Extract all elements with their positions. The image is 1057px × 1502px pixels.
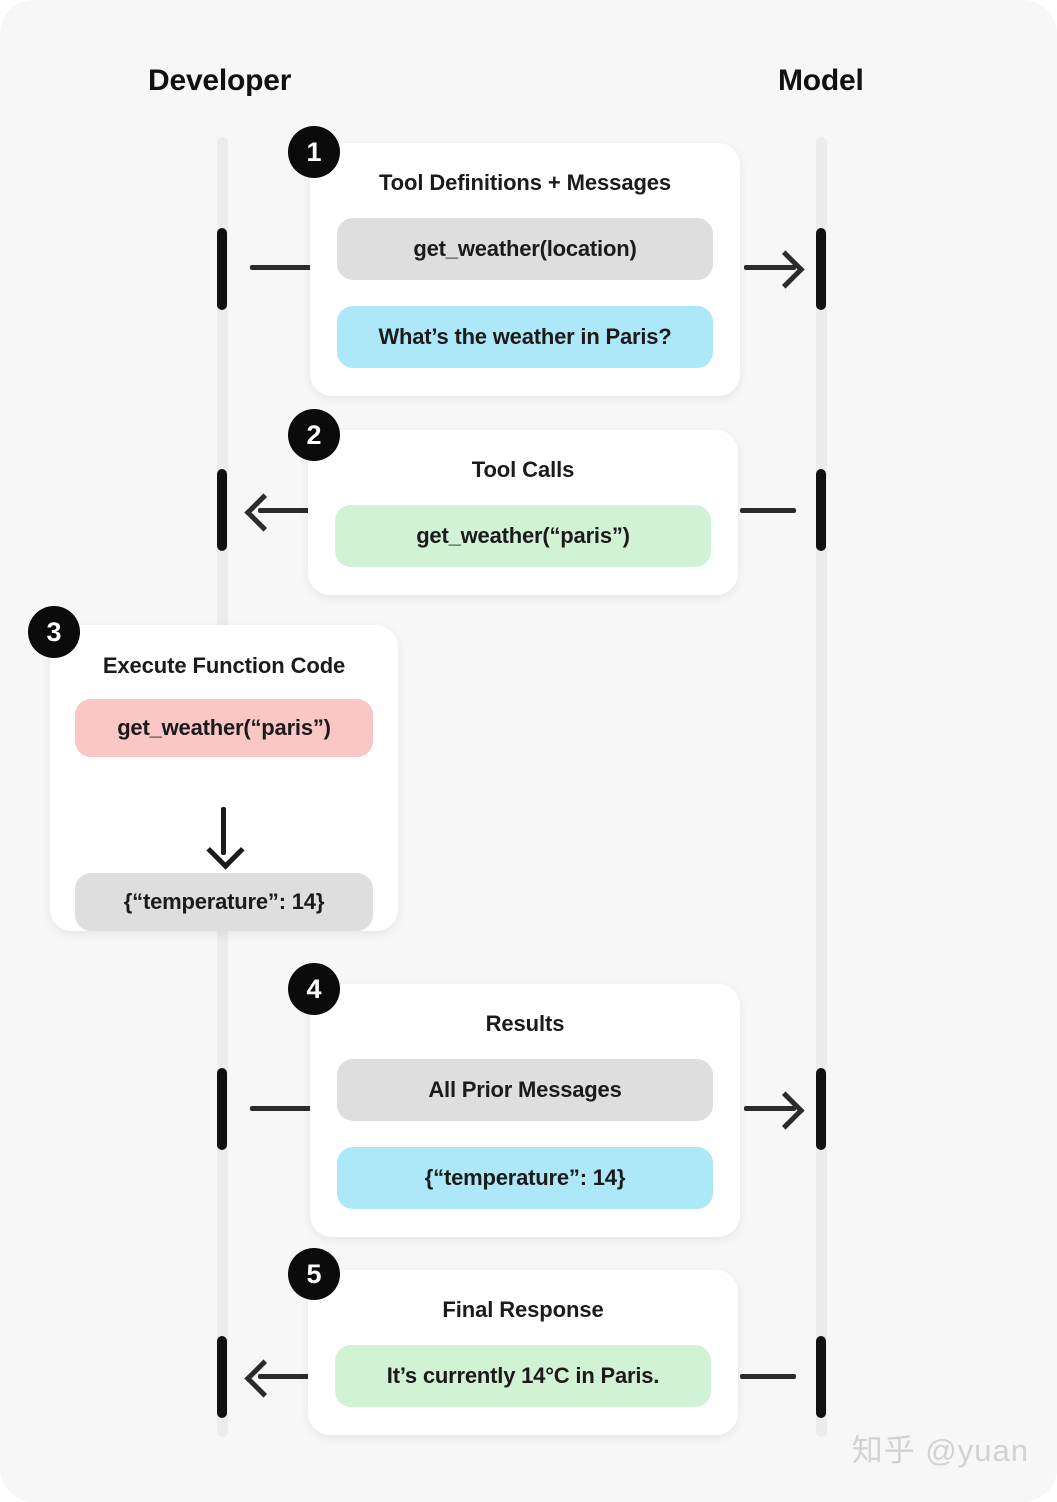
connector-line-step1-right — [744, 265, 796, 270]
column-header-developer: Developer — [148, 64, 292, 97]
connector-line-step4-right — [744, 1106, 796, 1111]
pill-function-invocation: get_weather(“paris”) — [75, 699, 373, 757]
activation-bar-developer-step1 — [217, 228, 227, 310]
activation-bar-developer-step2 — [217, 469, 227, 551]
pill-all-prior-messages: All Prior Messages — [337, 1059, 713, 1121]
pill-tool-call: get_weather(“paris”) — [335, 505, 711, 567]
lifeline-model — [816, 137, 827, 1437]
connector-line-step2-right — [740, 508, 796, 513]
step-badge-2: 2 — [288, 409, 340, 461]
arrow-left-icon-step2 — [244, 493, 283, 532]
connector-line-step4-left — [250, 1106, 312, 1111]
pill-result-payload: {“temperature”: 14} — [337, 1147, 713, 1209]
pill-final-answer: It’s currently 14°C in Paris. — [335, 1345, 711, 1407]
activation-bar-model-step5 — [816, 1336, 826, 1418]
arrow-left-icon-step5 — [244, 1359, 283, 1398]
watermark: 知乎 @yuan — [851, 1433, 1029, 1468]
activation-bar-developer-step4 — [217, 1068, 227, 1150]
card-step-1: Tool Definitions + Messages get_weather(… — [310, 143, 740, 396]
pill-tool-definition: get_weather(location) — [337, 218, 713, 280]
column-header-model: Model — [778, 64, 864, 97]
arrow-right-icon-step1 — [766, 250, 805, 289]
connector-line-step2-left — [258, 508, 312, 513]
connector-line-step5-left — [258, 1374, 312, 1379]
card-title-step-2: Tool Calls — [471, 457, 575, 482]
card-step-4: Results All Prior Messages {“temperature… — [310, 984, 740, 1237]
pill-function-result: {“temperature”: 14} — [75, 873, 373, 931]
activation-bar-model-step4 — [816, 1068, 826, 1150]
arrow-down-icon-head — [206, 831, 245, 870]
arrow-right-icon-step4 — [766, 1091, 805, 1130]
card-step-5: Final Response It’s currently 14°C in Pa… — [308, 1270, 738, 1435]
arrow-down-icon-shaft — [221, 807, 226, 855]
card-title-step-1: Tool Definitions + Messages — [378, 170, 672, 195]
step-badge-4: 4 — [288, 963, 340, 1015]
card-title-step-5: Final Response — [442, 1297, 604, 1322]
activation-bar-model-step1 — [816, 228, 826, 310]
step-badge-5: 5 — [288, 1248, 340, 1300]
connector-line-step1-left — [250, 265, 312, 270]
card-title-step-4: Results — [485, 1011, 565, 1036]
activation-bar-developer-step5 — [217, 1336, 227, 1418]
connector-line-step5-right — [740, 1374, 796, 1379]
step-badge-3: 3 — [28, 606, 80, 658]
step-badge-1: 1 — [288, 126, 340, 178]
card-step-3: Execute Function Code get_weather(“paris… — [50, 625, 398, 931]
pill-user-message: What’s the weather in Paris? — [337, 306, 713, 368]
activation-bar-model-step2 — [816, 469, 826, 551]
card-title-step-3: Execute Function Code — [102, 653, 346, 678]
card-step-2: Tool Calls get_weather(“paris”) — [308, 430, 738, 595]
